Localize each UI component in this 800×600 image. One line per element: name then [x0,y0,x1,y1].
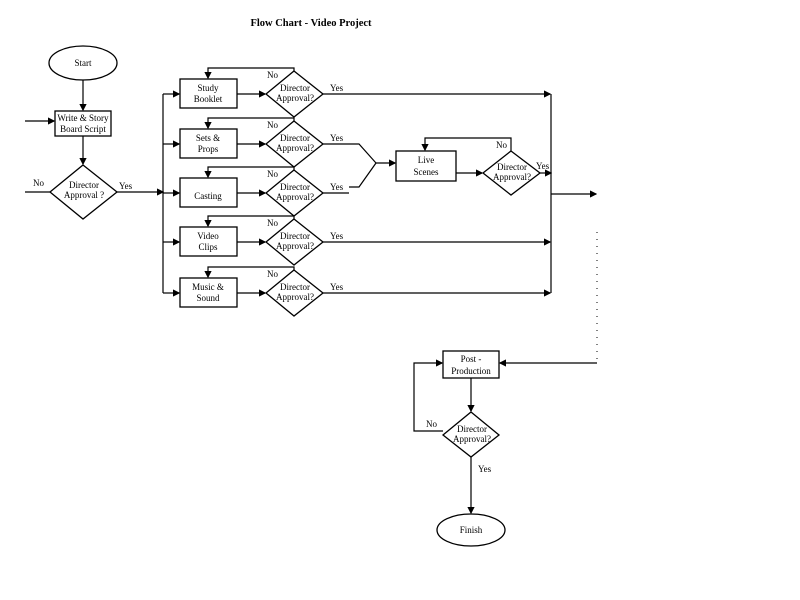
edge-no-live [421,137,512,152]
no-label-sets-props: No [267,120,278,130]
approval-main-label-2: Approval ? [64,190,104,200]
edge-no-music-sound [204,266,295,279]
approval-music-sound-label-2: Approval? [276,292,314,302]
sets-props-node [179,128,238,159]
approval-video-clips-label-1: Director [280,231,310,241]
approval-live-node [481,150,542,196]
approval-music-sound-label-1: Director [280,282,310,292]
yes-label-video-clips: Yes [330,231,344,241]
no-label-main: No [33,178,44,188]
yes-label-post: Yes [478,464,492,474]
approval-live-label-1: Director [497,162,527,172]
approval-study-booklet-label-1: Director [280,83,310,93]
chart-title: Flow Chart - Video Project [250,18,372,29]
yes-label-music-sound: Yes [330,282,344,292]
video-clips-label-1: Video [197,231,219,241]
no-label-live: No [496,140,507,150]
no-label-post: No [426,419,437,429]
script-node [54,110,112,137]
study-booklet-label-1: Study [197,83,219,93]
live-scenes-node [395,150,457,182]
approval-live-label-2: Approval? [493,172,531,182]
casting-label-1: Casting [194,191,222,201]
no-label-music-sound: No [267,269,278,279]
post-label-1: Post - [461,354,482,364]
edge-no-sets-props [204,117,295,130]
approval-main-label-1: Director [69,180,99,190]
script-label-1: Write & Story [57,113,109,123]
yes-label-main: Yes [119,181,133,191]
edge-no-post [413,359,444,432]
approval-sets-props-label-2: Approval? [276,143,314,153]
approval-video-clips-node [264,218,325,266]
edge-no-video-clips [204,215,295,228]
edge-no-study-booklet [204,67,295,80]
music-sound-label-1: Music & [192,282,224,292]
approval-post-label-2: Approval? [453,434,491,444]
yes-label-live: Yes [536,161,550,171]
live-label-2: Scenes [414,167,439,177]
approval-study-booklet-label-2: Approval? [276,93,314,103]
sets-props-label-2: Props [198,144,219,154]
study-booklet-label-2: Booklet [194,94,223,104]
finish-label: Finish [460,525,483,535]
approval-casting-label-2: Approval? [276,192,314,202]
approval-post-label-1: Director [457,424,487,434]
sets-props-label-1: Sets & [196,133,220,143]
post-label-2: Production [451,366,491,376]
live-label-1: Live [418,155,435,165]
finish-node [436,513,506,547]
approval-main-node [48,164,119,220]
no-label-study-booklet: No [267,70,278,80]
no-label-video-clips: No [267,218,278,228]
video-clips-label-2: Clips [198,242,218,252]
merge-lines [349,143,377,188]
approval-music-sound-node [264,269,325,317]
yes-label-casting: Yes [330,182,344,192]
no-label-casting: No [267,169,278,179]
approval-study-booklet-node [264,70,325,118]
video-clips-node [179,226,238,257]
yes-label-sets-props: Yes [330,133,344,143]
start-label: Start [75,58,92,68]
yes-label-study-booklet: Yes [330,83,344,93]
script-label-2: Board Script [60,124,106,134]
edge-no-casting [204,166,295,179]
approval-video-clips-label-2: Approval? [276,241,314,251]
approval-casting-label-1: Director [280,182,310,192]
music-sound-label-2: Sound [196,293,220,303]
approval-sets-props-label-1: Director [280,133,310,143]
